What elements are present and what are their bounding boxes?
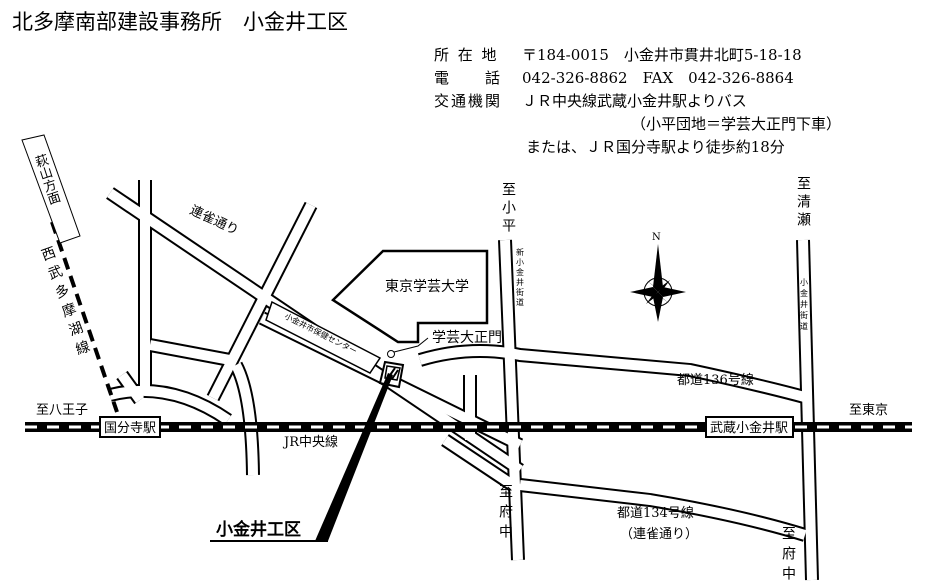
to-kiyose-label: 至清瀬 xyxy=(795,176,811,230)
musashi-koganei-station-label: 武蔵小金井駅 xyxy=(710,420,788,436)
hagiyama-box xyxy=(21,134,81,244)
university-block xyxy=(331,249,489,344)
transport-value-3: または、ＪＲ国分寺駅より徒歩約18分 xyxy=(526,138,785,156)
transport-value-2: （小平団地＝学芸大正門下車） xyxy=(631,115,842,133)
address-label: 所 在 地 xyxy=(434,46,499,64)
to-tokyo-label: 至東京 xyxy=(849,402,888,418)
to-kodaira-label: 至小平 xyxy=(500,182,516,236)
to-fuchu-label-2: 至府中 xyxy=(780,526,796,586)
main-gate-label: 学芸大正門 xyxy=(432,330,502,346)
kokubunji-station-label: 国分寺駅 xyxy=(104,421,156,436)
main-gate-leader xyxy=(393,337,429,353)
koganei-kaido-label: 小金井街道 xyxy=(800,278,809,333)
office-marker xyxy=(210,360,405,542)
seibu-line xyxy=(50,221,119,413)
transport-label: 交通機関 xyxy=(434,92,503,110)
route136-label: 都道136号線 xyxy=(677,372,754,388)
phone-value: 042-326-8862 FAX 042-326-8864 xyxy=(522,69,794,87)
route134-alias-label: （連雀通り） xyxy=(620,527,698,542)
transport-value-1: ＪＲ中央線武蔵小金井駅よりバス xyxy=(522,92,747,110)
to-hachioji-label: 至八王子 xyxy=(36,403,88,418)
address-value: 〒184-0015 小金井市貫井北町5-18-18 xyxy=(522,46,802,64)
kokubunji-station-box xyxy=(99,416,161,438)
north-label: N xyxy=(652,232,661,243)
phone-row: 電 話 042-326-8862 FAX 042-326-8864 xyxy=(434,67,841,90)
health-center-block xyxy=(265,300,382,374)
office-info: 所 在 地 〒184-0015 小金井市貫井北町5-18-18 電 話 042-32… xyxy=(434,44,841,159)
route134-label: 都道134号線 xyxy=(617,505,694,521)
address-row: 所 在 地 〒184-0015 小金井市貫井北町5-18-18 xyxy=(434,44,841,67)
main-gate-marker xyxy=(387,350,395,358)
page-title: 北多摩南部建設事務所 小金井工区 xyxy=(12,10,348,34)
university-label: 東京学芸大学 xyxy=(385,279,469,295)
compass-icon xyxy=(630,244,686,322)
renjaku-label: 連雀通り xyxy=(187,203,240,239)
shin-koganei-kaido-label: 新小金井街道 xyxy=(516,247,525,308)
jr-chuo-line-label: JR中央線 xyxy=(282,434,338,450)
to-fuchu-label-1: 至府中 xyxy=(497,484,513,544)
office-label: 小金井工区 xyxy=(216,519,301,540)
transport-row: 交通機関 ＪＲ中央線武蔵小金井駅よりバス xyxy=(434,90,841,113)
phone-label: 電 話 xyxy=(434,69,503,87)
musashi-koganei-station-box xyxy=(705,416,794,438)
